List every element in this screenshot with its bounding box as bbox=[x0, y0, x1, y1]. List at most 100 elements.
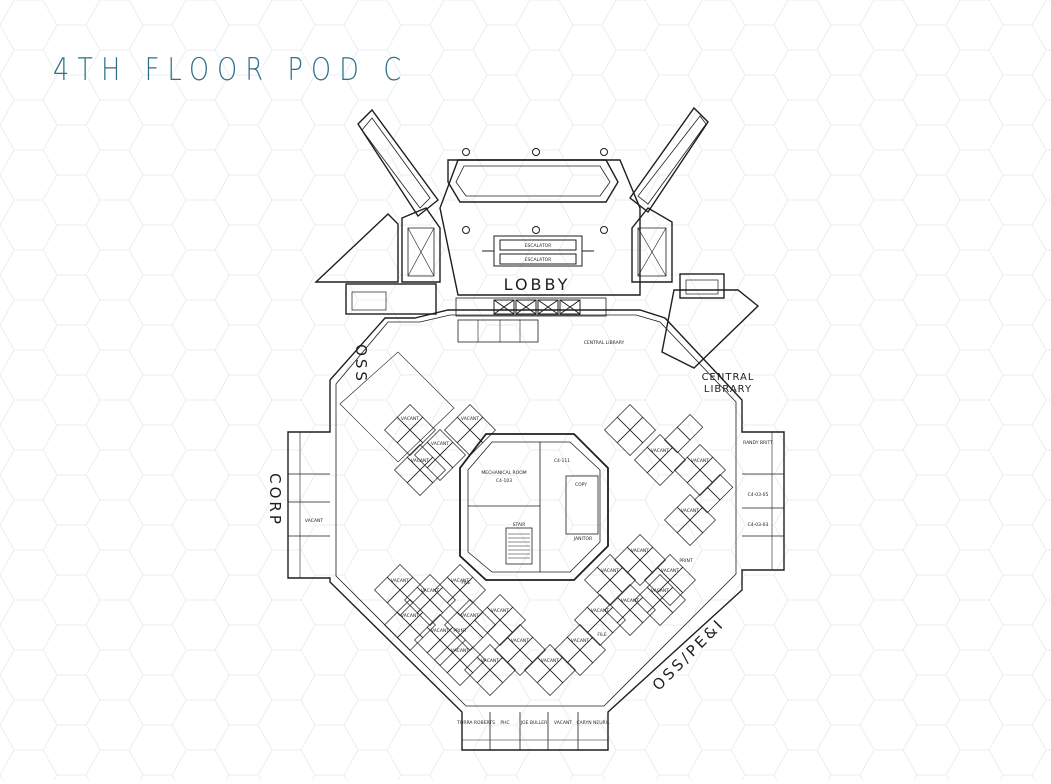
workstation bbox=[609, 566, 636, 594]
oss-zone-label: OSS bbox=[352, 344, 370, 384]
bottom-office-2: PHC bbox=[500, 720, 509, 726]
workstation bbox=[396, 624, 424, 651]
workstation bbox=[386, 589, 414, 616]
lobby-zone-label: LOBBY bbox=[504, 275, 571, 294]
workstation bbox=[506, 649, 534, 676]
randy-britt-label: RANDY BRITT bbox=[743, 440, 773, 446]
escalator-up-label: ESCALATOR bbox=[525, 243, 552, 249]
workstation bbox=[456, 624, 484, 651]
mechanical-room-label: MECHANICAL ROOM bbox=[481, 470, 526, 476]
cubicle-cluster bbox=[404, 574, 456, 626]
vacant-label: VACANT bbox=[421, 588, 439, 594]
workstation bbox=[396, 429, 424, 456]
room-labels: ESCALATOR ESCALATOR MECHANICAL ROOM C4-1… bbox=[305, 243, 773, 726]
cubicle-cluster bbox=[374, 564, 426, 616]
janitor-label: JANITOR bbox=[573, 536, 592, 542]
workstation bbox=[476, 669, 504, 696]
workstation bbox=[536, 669, 564, 696]
vacant-label: VACANT bbox=[511, 638, 529, 644]
cubicle-cluster bbox=[554, 624, 606, 676]
vacant-label: VACANT bbox=[461, 416, 479, 422]
vacant-label: VACANT bbox=[391, 578, 409, 584]
cubicle-cluster bbox=[634, 574, 686, 626]
vacant-label: VACANT bbox=[461, 613, 479, 619]
vacant-label: VACANT bbox=[451, 578, 469, 584]
cubicle-cluster bbox=[394, 444, 446, 496]
workstation bbox=[446, 589, 474, 616]
cubicle-cluster bbox=[464, 644, 516, 696]
vacant-label: VACANT bbox=[591, 608, 609, 614]
escalator-down-label: ESCALATOR bbox=[525, 257, 552, 263]
stair-label: STAIR bbox=[513, 522, 526, 528]
workstation bbox=[629, 596, 656, 624]
bottom-office-4: VACANT bbox=[554, 720, 572, 726]
vacant-label: VACANT bbox=[601, 568, 619, 574]
c4-03-05-label: C4-03-05 bbox=[748, 492, 769, 498]
vacant-label: VACANT bbox=[621, 598, 639, 604]
copy-label: COPY bbox=[575, 482, 587, 488]
workstation bbox=[566, 649, 594, 676]
vacant-label: VACANT bbox=[631, 548, 649, 554]
workstation bbox=[426, 454, 454, 481]
vacant-label: VACANT bbox=[661, 568, 679, 574]
bottom-office-1: TORRA ROBERTS bbox=[456, 720, 495, 726]
bottom-office-3: JOE BULLER bbox=[520, 720, 548, 726]
lobby-columns bbox=[462, 148, 608, 234]
vacant-label: VACANT bbox=[451, 648, 469, 654]
print-label-right: PRINT bbox=[679, 558, 693, 564]
workstation bbox=[426, 639, 454, 666]
vacant-label: VACANT bbox=[691, 458, 709, 464]
vacant-label: VACANT bbox=[401, 416, 419, 422]
c4-111-label: C4-111 bbox=[554, 458, 570, 464]
cubicle-cluster bbox=[384, 404, 436, 456]
cubicle-cluster bbox=[434, 564, 486, 616]
page-title: 4TH FLOOR POD C bbox=[53, 52, 410, 88]
workstation bbox=[689, 506, 716, 534]
bottom-office-5: CARYN NEURIL bbox=[576, 720, 610, 726]
workstation bbox=[659, 446, 686, 474]
file-label: FILE bbox=[461, 580, 470, 586]
cubicle-cluster bbox=[574, 594, 626, 646]
cubicle-cluster bbox=[694, 474, 734, 514]
workstation bbox=[456, 429, 484, 456]
vacant-label: VACANT bbox=[431, 628, 449, 634]
central-library-zone-label-line2: LIBRARY bbox=[704, 384, 752, 395]
vacant-label: VACANT bbox=[541, 658, 559, 664]
workstation bbox=[406, 469, 434, 496]
cubicle-cluster bbox=[414, 429, 466, 481]
cubicle-cluster bbox=[384, 599, 436, 651]
workstation bbox=[659, 586, 686, 614]
cubicle-cluster bbox=[434, 634, 486, 686]
workstation bbox=[416, 599, 444, 626]
cubicle-cluster bbox=[604, 404, 656, 456]
print-label: PRINT bbox=[453, 628, 467, 634]
vacant-labels: VACANT VACANT VACANT VACANT VACANT VACANT VACA… bbox=[391, 416, 709, 664]
cubicle-cluster bbox=[584, 554, 636, 606]
workstation bbox=[599, 606, 626, 634]
c4-103-label: C4-103 bbox=[496, 478, 512, 484]
file-label-right: FILE bbox=[597, 632, 606, 638]
vacant-label: VACANT bbox=[431, 441, 449, 447]
corp-vacant-label: VACANT bbox=[305, 518, 323, 524]
vacant-label: VACANT bbox=[491, 608, 509, 614]
vacant-label: VACANT bbox=[681, 508, 699, 514]
workstation bbox=[699, 456, 726, 484]
central-library-zone-label-line1: CENTRAL bbox=[702, 372, 755, 383]
workstation bbox=[629, 416, 656, 444]
cubicle-cluster bbox=[524, 644, 576, 696]
elevator-bank bbox=[493, 299, 581, 315]
cubicle-cluster bbox=[664, 414, 704, 454]
corp-zone-label: CORP bbox=[266, 473, 284, 527]
vacant-label: VACANT bbox=[651, 588, 669, 594]
vacant-label: VACANT bbox=[481, 658, 499, 664]
workstation bbox=[706, 474, 734, 501]
cubicle-cluster bbox=[674, 444, 726, 496]
stair-treads bbox=[508, 533, 530, 559]
vacant-label: VACANT bbox=[651, 448, 669, 454]
escalator bbox=[482, 235, 594, 267]
vacant-label: VACANT bbox=[411, 458, 429, 464]
cubicle-cluster bbox=[604, 584, 656, 636]
